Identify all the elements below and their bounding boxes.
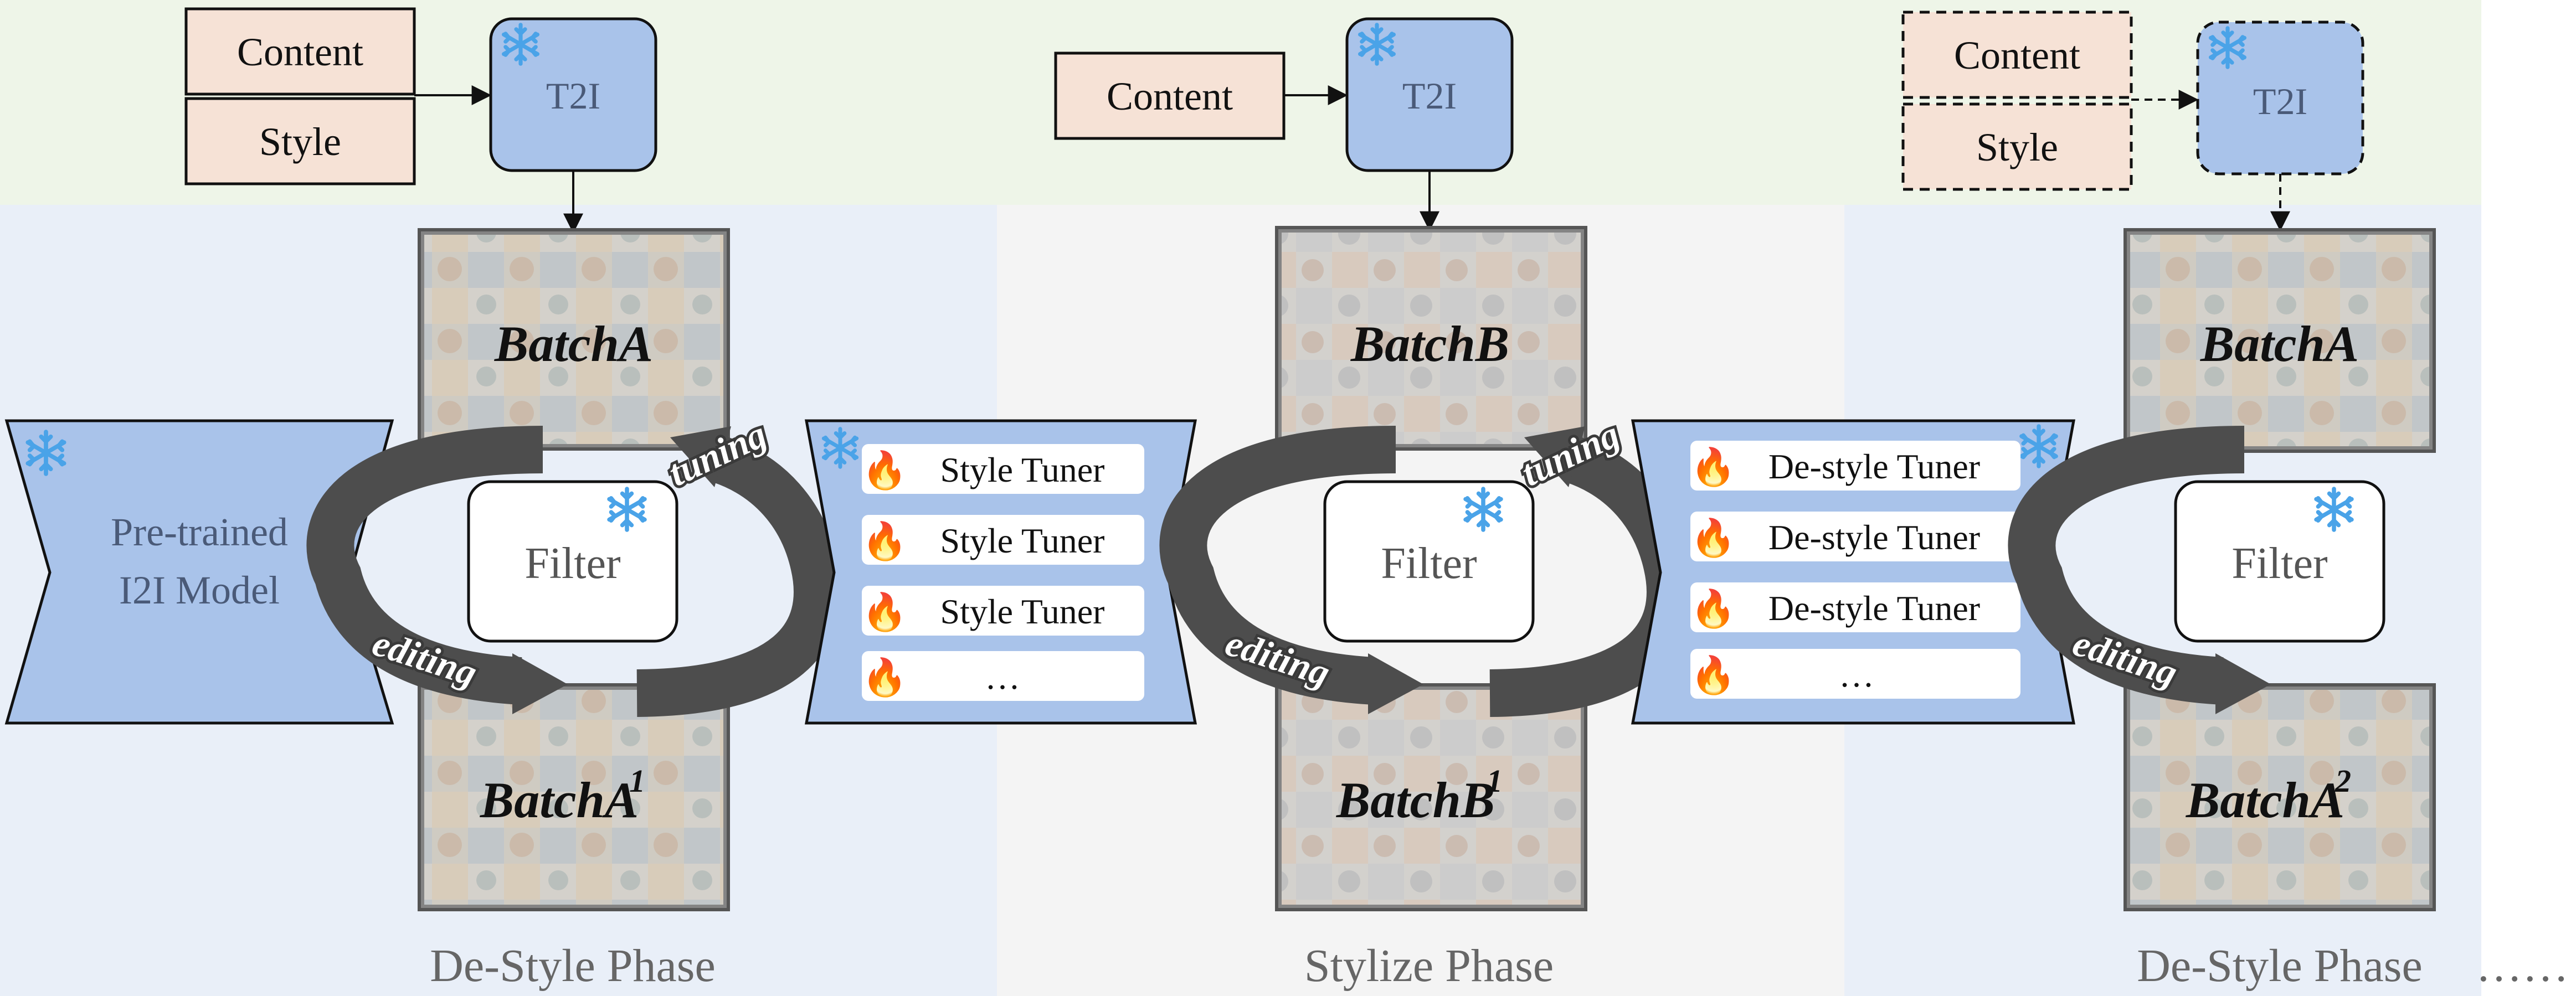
- pretrained-line1: Pre-trained: [111, 510, 288, 554]
- fire-icon: 🔥: [1690, 446, 1736, 488]
- tuner-row: 🔥 De-style Tuner: [1690, 441, 2020, 491]
- batch-label: BatchB: [1350, 316, 1509, 372]
- tuner-label: De-style Tuner: [1768, 518, 1980, 557]
- t2i-box: [2196, 20, 2364, 176]
- tuner-label: …: [985, 657, 1020, 696]
- tuner-row: 🔥 Style Tuner: [862, 444, 1144, 494]
- stage3-t2i: T2I: [2196, 20, 2364, 231]
- tuner-label: Style Tuner: [940, 592, 1105, 631]
- t2i-label: T2I: [1402, 75, 1457, 117]
- tuner-row: 🔥 …: [1690, 649, 2020, 699]
- stage1-loop-arrow: tuning editing: [306, 410, 841, 717]
- batch-a1-bottom: BatchA 1: [418, 683, 730, 911]
- batch-label: BatchB: [1336, 772, 1495, 828]
- content-box-label: Content: [237, 30, 363, 74]
- filter-label: Filter: [525, 539, 620, 588]
- style-box: [1901, 102, 2133, 191]
- tuner-label: Style Tuner: [940, 521, 1105, 560]
- fire-icon: 🔥: [862, 657, 907, 698]
- trailing-dots: ……: [2476, 940, 2569, 992]
- filter-box: Filter: [467, 480, 678, 643]
- filter-label: Filter: [1381, 539, 1477, 588]
- tuner-row: 🔥 De-style Tuner: [1690, 512, 2020, 561]
- content-box: [1901, 11, 2133, 99]
- batch-label: BatchA: [494, 316, 653, 372]
- content-box-label: Content: [1954, 33, 2080, 78]
- content-box-label: Content: [1107, 74, 1233, 118]
- tuner-row: 🔥 …: [862, 651, 1144, 701]
- batch-label: BatchA: [2200, 316, 2359, 372]
- batch-a-top: BatchA: [418, 228, 730, 451]
- tuner-row: 🔥 Style Tuner: [862, 586, 1144, 636]
- phase-label-destyle: De-Style Phase: [430, 940, 716, 992]
- batch-sup: 1: [629, 763, 645, 799]
- phase-label-stylize: Stylize Phase: [1304, 940, 1554, 992]
- batch-a-top-2: BatchA: [2123, 228, 2436, 453]
- batch-label: BatchA: [2186, 772, 2344, 828]
- batch-sup: 1: [1487, 763, 1503, 799]
- style-box: [184, 97, 416, 185]
- style-tuner-panel: 🔥 Style Tuner 🔥 Style Tuner 🔥 Style Tune…: [804, 419, 1197, 725]
- fire-icon: 🔥: [862, 450, 907, 491]
- batch-label: BatchA: [480, 772, 639, 828]
- fire-icon: 🔥: [1690, 654, 1736, 696]
- batch-sup: 2: [2335, 763, 2351, 799]
- tuner-row: 🔥 De-style Tuner: [1690, 582, 2020, 632]
- pretrained-i2i-model: Pre-trained I2I Model: [4, 419, 394, 725]
- pretrained-line2: I2I Model: [119, 568, 280, 612]
- fire-icon: 🔥: [862, 520, 907, 562]
- tuner-label: …: [1839, 655, 1874, 694]
- fire-icon: 🔥: [1690, 588, 1736, 629]
- tuner-label: Style Tuner: [940, 450, 1105, 489]
- content-box: [1054, 51, 1286, 140]
- content-box: [184, 7, 416, 96]
- phase-label-destyle-2: De-Style Phase: [2137, 940, 2423, 992]
- stage2-prompts: Content: [1054, 51, 1348, 140]
- style-box-label: Style: [259, 120, 341, 164]
- tuner-row: 🔥 Style Tuner: [862, 515, 1144, 565]
- stage1-prompts: Content Style: [184, 7, 492, 185]
- t2i-label: T2I: [546, 75, 600, 117]
- stage3-prompts: Content Style: [1901, 11, 2199, 191]
- fire-icon: 🔥: [862, 591, 907, 633]
- fire-icon: 🔥: [1690, 517, 1736, 559]
- filter-label: Filter: [2231, 539, 2327, 588]
- tuner-label: De-style Tuner: [1768, 447, 1980, 486]
- batch-a2-bottom: BatchA 2: [2123, 683, 2436, 911]
- batch-b-top: BatchB: [1275, 226, 1587, 451]
- style-box-label: Style: [1976, 125, 2058, 169]
- stage1-t2i: T2I: [489, 17, 657, 234]
- t2i-label: T2I: [2253, 80, 2307, 122]
- filter-box: Filter: [2174, 480, 2385, 643]
- filter-box: Filter: [1323, 480, 1535, 643]
- stage2-t2i: T2I: [1345, 17, 1514, 231]
- destyle-tuner-panel: 🔥 De-style Tuner 🔥 De-style Tuner 🔥 De-s…: [1631, 419, 2076, 725]
- tuner-label: De-style Tuner: [1768, 589, 1980, 628]
- batch-b1-bottom: BatchB 1: [1275, 683, 1587, 911]
